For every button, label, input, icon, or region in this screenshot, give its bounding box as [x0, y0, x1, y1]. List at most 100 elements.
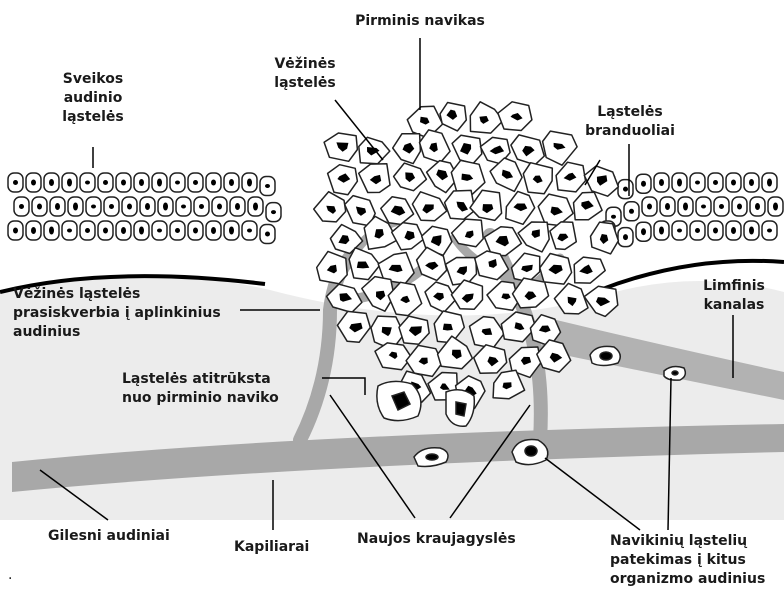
tumor-cell — [451, 160, 485, 194]
tumor-cell — [574, 257, 605, 283]
tumor-cell — [314, 192, 346, 222]
healthy-cell — [170, 221, 185, 240]
healthy-cell — [140, 197, 155, 216]
healthy-cell — [762, 221, 777, 240]
healthy-cell — [690, 221, 705, 240]
healthy-cell — [158, 197, 173, 216]
healthy-cell — [260, 177, 275, 196]
healthy-cell — [188, 221, 203, 240]
healthy-cell — [618, 228, 633, 247]
label-cell-nuclei: Ląstelės branduoliai — [570, 103, 690, 141]
healthy-cell — [80, 173, 95, 192]
label-line: Limfinis — [692, 277, 776, 296]
healthy-cell — [206, 173, 221, 192]
healthy-cell — [170, 173, 185, 192]
label-line: ląstelės — [255, 74, 355, 93]
healthy-cell — [660, 197, 675, 216]
tumor-cell — [452, 135, 482, 163]
tumor-cell — [412, 192, 446, 221]
healthy-cell — [116, 173, 131, 192]
healthy-cell — [714, 197, 729, 216]
healthy-cell — [8, 221, 23, 240]
tumor-cell — [523, 163, 552, 194]
tumor-cell — [393, 134, 421, 164]
healthy-cell — [260, 225, 275, 244]
healthy-cell — [134, 173, 149, 192]
healthy-cell — [32, 197, 47, 216]
tumor-cell — [394, 163, 427, 191]
tumor-cell — [538, 194, 573, 225]
tumor-cell — [470, 190, 502, 220]
label-capillaries: Kapiliarai — [234, 538, 309, 557]
healthy-cell — [732, 197, 747, 216]
tumor-cell — [470, 102, 503, 133]
label-invasion: Vėžinės ląstelės prasiskverbia į aplinki… — [13, 285, 221, 342]
healthy-cell — [242, 221, 257, 240]
healthy-cell — [44, 173, 59, 192]
healthy-cell — [50, 197, 65, 216]
label-new-vessels: Naujos kraujagyslės — [357, 530, 516, 549]
tumor-cell — [324, 133, 357, 161]
healthy-cell — [98, 173, 113, 192]
tumor-cell — [392, 223, 424, 250]
tumor-cell — [518, 222, 549, 252]
label-line: patekimas į kitus — [610, 551, 765, 570]
healthy-cell — [726, 221, 741, 240]
healthy-cell — [654, 221, 669, 240]
tumor-cell — [506, 191, 535, 224]
healthy-cell — [708, 221, 723, 240]
healthy-cell — [672, 173, 687, 192]
tumor-cell — [498, 102, 532, 131]
tumor-cell — [584, 166, 618, 196]
healthy-cell — [44, 221, 59, 240]
tumor-cell — [425, 282, 456, 312]
healthy-cell — [726, 173, 741, 192]
tumor-cell — [511, 135, 544, 165]
healthy-cell — [206, 221, 221, 240]
label-primary-tumor: Pirminis navikas — [345, 12, 495, 31]
label-metastasis: Navikinių ląstelių patekimas į kitus org… — [610, 532, 765, 589]
healthy-cell — [14, 197, 29, 216]
label-line: Ląstelės atitrūksta — [122, 370, 279, 389]
healthy-cell — [98, 221, 113, 240]
tumor-cell — [446, 258, 477, 285]
healthy-cell — [672, 221, 687, 240]
healthy-cell — [212, 197, 227, 216]
healthy-cell — [642, 197, 657, 216]
healthy-cell — [86, 197, 101, 216]
healthy-cell — [176, 197, 191, 216]
healthy-cell — [62, 173, 77, 192]
healthy-cell — [152, 221, 167, 240]
label-line: kanalas — [692, 296, 776, 315]
healthy-cell — [134, 221, 149, 240]
label-deeper-tissue: Gilesni audiniai — [48, 527, 170, 546]
label-line: Vėžinės — [255, 55, 355, 74]
label-line: audinio — [43, 89, 143, 108]
healthy-cell — [762, 173, 777, 192]
healthy-cell — [744, 173, 759, 192]
healthy-cell — [654, 173, 669, 192]
healthy-cell — [242, 173, 257, 192]
label-line: ląstelės — [43, 108, 143, 127]
healthy-cell — [188, 173, 203, 192]
tumor-cell — [381, 197, 414, 225]
healthy-cell — [26, 173, 41, 192]
healthy-cell — [224, 173, 239, 192]
healthy-cell — [678, 197, 693, 216]
healthy-cell — [750, 197, 765, 216]
healthy-cell — [116, 221, 131, 240]
healthy-cell — [624, 202, 639, 221]
healthy-cell — [618, 180, 633, 199]
healthy-cell — [104, 197, 119, 216]
healthy-cell — [68, 197, 83, 216]
label-line: organizmo audinius — [610, 570, 765, 589]
healthy-cell — [194, 197, 209, 216]
healthy-cell — [230, 197, 245, 216]
tumor-cell — [550, 222, 576, 250]
tumor-cell — [328, 165, 358, 195]
label-lymph-channel: Limfinis kanalas — [692, 277, 776, 315]
tumor-cell — [540, 254, 572, 285]
label-line: prasiskverbia į aplinkinius — [13, 304, 221, 323]
healthy-cell — [708, 173, 723, 192]
healthy-cell — [266, 203, 281, 222]
